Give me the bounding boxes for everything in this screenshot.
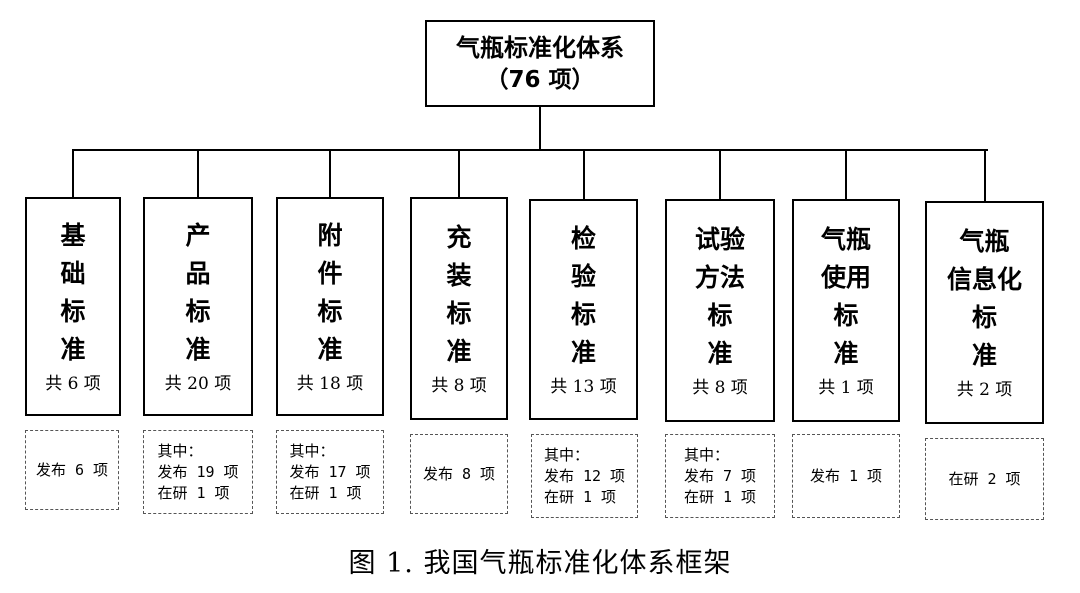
category-cylinder-informatization-standards: 气瓶 信息化 标 准 共 2 项 xyxy=(925,201,1044,424)
category-count: 共 1 项 xyxy=(818,377,874,398)
detail-basic-standards: 发布 6 项 xyxy=(25,430,119,510)
category-count: 共 20 项 xyxy=(164,373,232,394)
category-test-method-standards: 试验 方法 标 准 共 8 项 xyxy=(665,199,775,422)
category-title: 试验 方法 标 准 xyxy=(694,224,745,368)
detail-cylinder-use-standards: 发布 1 项 xyxy=(792,434,900,518)
detail-text: 发布 8 项 xyxy=(422,464,496,483)
detail-text: 发布 1 项 xyxy=(809,466,883,485)
category-count: 共 18 项 xyxy=(296,373,364,394)
root-node: 气瓶标准化体系 （76 项） xyxy=(425,20,655,107)
root-title: 气瓶标准化体系 xyxy=(456,32,624,62)
category-filling-standards: 充 装 标 准 共 8 项 xyxy=(410,197,508,420)
branch-drop-lines xyxy=(72,150,986,201)
detail-test-method-standards: 其中： 发布 7 项 在研 1 项 xyxy=(665,434,775,518)
category-count: 共 8 项 xyxy=(692,377,748,398)
detail-text: 其中： 发布 12 项 在研 1 项 xyxy=(543,445,626,506)
category-title: 气瓶 信息化 标 准 xyxy=(946,226,1022,370)
detail-cylinder-informatization-standards: 在研 2 项 xyxy=(925,438,1044,520)
detail-filling-standards: 发布 8 项 xyxy=(410,434,508,514)
detail-accessory-standards: 其中： 发布 17 项 在研 1 项 xyxy=(276,430,384,514)
category-title: 基 础 标 准 xyxy=(60,220,86,364)
detail-text: 其中： 发布 7 项 在研 1 项 xyxy=(683,445,757,506)
root-count: （76 项） xyxy=(485,66,595,93)
category-basic-standards: 基 础 标 准 共 6 项 xyxy=(25,197,121,416)
detail-product-standards: 其中： 发布 19 项 在研 1 项 xyxy=(143,430,253,514)
category-inspection-standards: 检 验 标 准 共 13 项 xyxy=(529,199,638,420)
category-count: 共 13 项 xyxy=(550,376,617,397)
figure-caption: 图 1. 我国气瓶标准化体系框架 xyxy=(348,548,732,579)
category-cylinder-use-standards: 气瓶 使用 标 准 共 1 项 xyxy=(792,199,900,422)
detail-text: 其中： 发布 19 项 在研 1 项 xyxy=(157,441,239,502)
detail-inspection-standards: 其中： 发布 12 项 在研 1 项 xyxy=(531,434,638,518)
category-title: 气瓶 使用 标 准 xyxy=(820,224,871,368)
category-product-standards: 产 品 标 准 共 20 项 xyxy=(143,197,253,416)
category-count: 共 8 项 xyxy=(431,375,487,396)
category-title: 检 验 标 准 xyxy=(570,223,596,367)
category-title: 产 品 标 准 xyxy=(185,220,211,364)
category-title: 充 装 标 准 xyxy=(446,222,472,366)
category-count: 共 2 项 xyxy=(956,379,1013,400)
category-title: 附 件 标 准 xyxy=(317,220,343,364)
category-count: 共 6 项 xyxy=(45,373,101,394)
category-accessory-standards: 附 件 标 准 共 18 项 xyxy=(276,197,384,416)
detail-text: 在研 2 项 xyxy=(948,469,1021,488)
detail-text: 其中： 发布 17 项 在研 1 项 xyxy=(289,441,371,502)
detail-text: 发布 6 项 xyxy=(35,460,109,479)
